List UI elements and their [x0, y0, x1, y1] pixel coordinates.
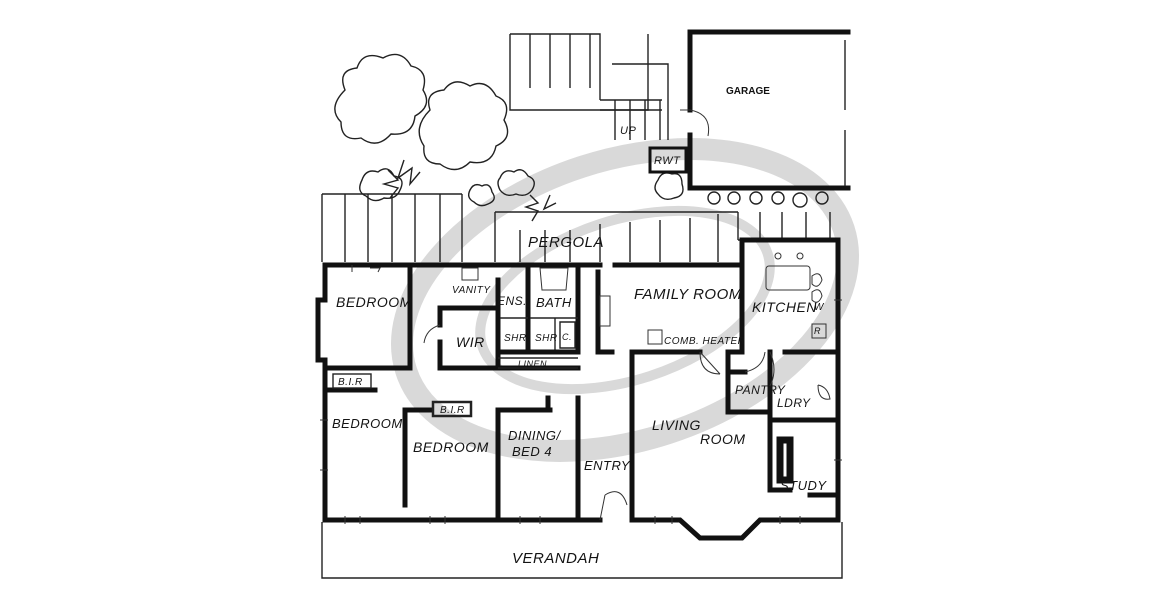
watermark-logo: [391, 138, 859, 462]
bedroom-1-label: BEDROOM: [336, 294, 412, 310]
wir-label: WIR: [456, 334, 485, 350]
rwt-label: RWT: [654, 155, 681, 167]
rainwater-tank: [648, 146, 688, 174]
door-swings: [320, 252, 842, 524]
garage: [680, 29, 851, 191]
dining-label: DINING/: [508, 428, 562, 443]
room-label: ROOM: [700, 431, 746, 447]
laundry-label: LDRY: [777, 396, 811, 410]
study-label: STUDY: [780, 478, 827, 493]
kitchen-label: KITCHEN: [752, 299, 817, 315]
pantry-label: PANTRY: [735, 383, 786, 397]
bedroom-2-label: BEDROOM: [332, 416, 403, 431]
vanity-label: VANITY: [452, 285, 491, 296]
fridge-label: R: [814, 326, 821, 336]
bedroom-3-label: BEDROOM: [413, 439, 489, 455]
cupboard-label: C.: [562, 332, 572, 342]
heater-label: COMB. HEATER: [664, 336, 745, 347]
bir-1: [332, 373, 372, 389]
landscape-trees: [334, 53, 829, 222]
pergola-label: PERGOLA: [528, 234, 604, 251]
entry-label: ENTRY: [584, 458, 631, 473]
washer-label: W: [814, 302, 825, 313]
shr-1-label: SHR: [504, 333, 527, 344]
linen-label: LINEN: [518, 359, 547, 369]
verandah: [321, 522, 843, 579]
bir-1-label: B.I.R: [338, 377, 363, 388]
bath-label: BATH: [536, 295, 572, 310]
ens-label: ENS.: [497, 294, 527, 308]
living-label: LIVING: [652, 417, 701, 433]
house-walls: [315, 237, 841, 541]
garage-label: GARAGE: [726, 86, 770, 97]
shr-2-label: SHR: [535, 333, 558, 344]
verandah-label: VERANDAH: [512, 550, 599, 567]
stairs: [509, 33, 669, 140]
bir-2: [431, 400, 473, 418]
family-room-label: FAMILY ROOM: [634, 286, 742, 303]
stairs-up-label: UP: [620, 125, 636, 137]
pergola: [321, 193, 831, 262]
bir-2-label: B.I.R: [440, 405, 465, 416]
bed4-label: BED 4: [512, 444, 552, 459]
